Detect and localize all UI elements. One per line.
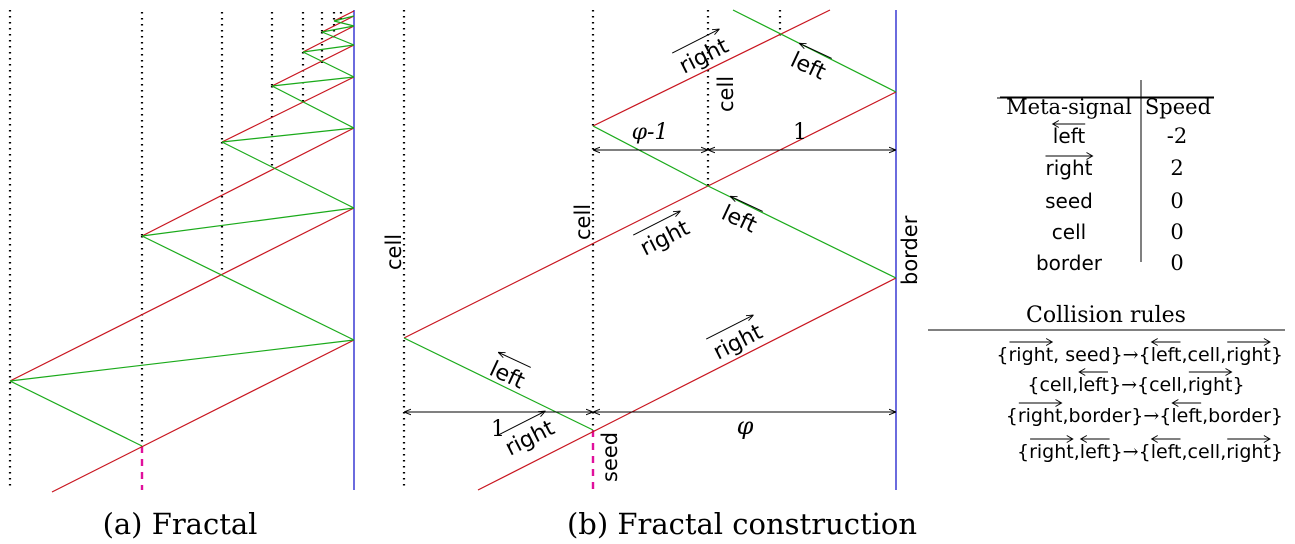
rule-text: } <box>1271 344 1283 366</box>
rule-signal: left <box>1078 374 1109 396</box>
speed-row-value: -2 <box>1167 124 1187 148</box>
svg-text:right: right <box>501 415 559 461</box>
rule-text: , <box>1074 441 1080 463</box>
speed-row-value: 0 <box>1170 189 1183 213</box>
speed-row-signal: border <box>1036 251 1103 275</box>
collision-rule: {right,left}→{left,cell,right} <box>1017 435 1283 463</box>
label-left-top: left <box>786 43 832 86</box>
collision-rules: Collision rules {right, seed}→{left,cell… <box>928 303 1285 463</box>
cell-signals-a <box>8 10 343 490</box>
rule-text: } <box>1109 374 1121 396</box>
speed-rows: left -2 right 2 seed 0 cell 0 border 0 <box>1036 120 1187 275</box>
rule-signal: right <box>1188 374 1233 396</box>
right-signals-b <box>403 9 897 491</box>
collision-rule: {right, seed}→{left,cell,right} <box>996 338 1283 366</box>
rule-signal: left <box>1080 441 1111 463</box>
rule-signal: right <box>1226 441 1271 463</box>
speed-row: right 2 <box>1045 152 1184 180</box>
svg-text:left: left <box>786 48 829 86</box>
label-border: border <box>898 215 922 285</box>
rule-text: { <box>996 344 1008 366</box>
header-meta-signal: Meta-signal <box>1006 95 1132 119</box>
caption-a: (a) Fractal <box>103 507 258 541</box>
svg-text:left: left <box>485 357 528 395</box>
dim-phi: φ <box>737 412 754 440</box>
rule-text: ,cell, <box>1181 441 1226 463</box>
label-cell-left: cell <box>382 234 406 270</box>
caption-b: (b) Fractal construction <box>567 507 917 541</box>
rule-text: { <box>1139 441 1151 463</box>
speed-row: seed 0 <box>1045 189 1184 213</box>
rule-signal: right <box>1029 441 1074 463</box>
svg-text:left: left <box>717 201 760 239</box>
left-signals-a <box>9 15 355 447</box>
dim-one-top: 1 <box>793 120 807 145</box>
rule-signal: right <box>1018 405 1063 427</box>
speed-row-signal: seed <box>1045 189 1093 213</box>
right-signals-a <box>9 10 355 493</box>
rule-text: { <box>1017 441 1029 463</box>
svg-text:right: right <box>636 215 694 261</box>
rule-signal: right <box>1009 344 1054 366</box>
dimension-lines <box>404 150 896 412</box>
speed-row-value: 0 <box>1170 251 1183 275</box>
rule-text: { <box>1159 405 1171 427</box>
rule-text: { <box>1006 405 1018 427</box>
cell-signals-b <box>402 10 782 490</box>
panel-a-fractal: (a) Fractal <box>8 10 355 541</box>
rule-text: ,border} <box>1062 405 1143 427</box>
label-left-middle: left <box>717 196 763 239</box>
rule-text: {cell, <box>1137 374 1188 396</box>
rule-text: { <box>1139 344 1151 366</box>
left-signals-b <box>403 9 897 431</box>
collision-rule: {cell,left}→{cell,right} <box>1027 368 1245 396</box>
header-speed: Speed <box>1145 95 1211 119</box>
rule-text: } <box>1111 441 1123 463</box>
rule-text: ,border} <box>1202 405 1283 427</box>
rule-text: → <box>1143 405 1159 427</box>
rule-text: {cell, <box>1027 374 1078 396</box>
speed-table: Meta-signal Speed left -2 right 2 seed 0 cell 0… <box>997 80 1214 275</box>
rule-rows: {right, seed}→{left,cell,right}{cell,lef… <box>996 338 1283 463</box>
rule-text: , seed} <box>1053 344 1123 366</box>
label-cell-mid: cell <box>571 204 595 240</box>
panel-b-construction: φ-1 1 1 φ cell cell cell border seed rig… <box>382 9 922 541</box>
rule-text: → <box>1121 374 1137 396</box>
speed-row: left -2 <box>1051 120 1187 148</box>
label-cell-top: cell <box>714 76 738 112</box>
speed-row-signal: right <box>1046 156 1093 180</box>
rule-text: → <box>1123 344 1139 366</box>
speed-row: border 0 <box>1036 251 1184 275</box>
rule-text: → <box>1123 441 1139 463</box>
label-right-bottom-left: right <box>497 411 559 461</box>
svg-text:right: right <box>675 33 733 79</box>
rule-signal: right <box>1226 344 1271 366</box>
label-seed: seed <box>598 432 622 482</box>
rule-signal: left <box>1151 441 1182 463</box>
rule-text: } <box>1271 441 1283 463</box>
dim-one-bottom: 1 <box>491 417 505 442</box>
speed-row-signal: cell <box>1052 220 1086 244</box>
rule-signal: left <box>1151 344 1182 366</box>
rule-signal: left <box>1171 405 1202 427</box>
speed-row-value: 0 <box>1170 220 1183 244</box>
collision-rules-title: Collision rules <box>1026 303 1186 328</box>
speed-row-signal: left <box>1053 124 1086 148</box>
rule-text: } <box>1233 374 1245 396</box>
label-left-bottom: left <box>485 352 531 395</box>
collision-rule: {right,border}→{left,border} <box>1006 399 1283 427</box>
speed-row: cell 0 <box>1052 220 1184 244</box>
rule-text: ,cell, <box>1181 344 1226 366</box>
speed-row-value: 2 <box>1170 156 1183 180</box>
dim-phi-minus-1: φ-1 <box>632 120 669 145</box>
